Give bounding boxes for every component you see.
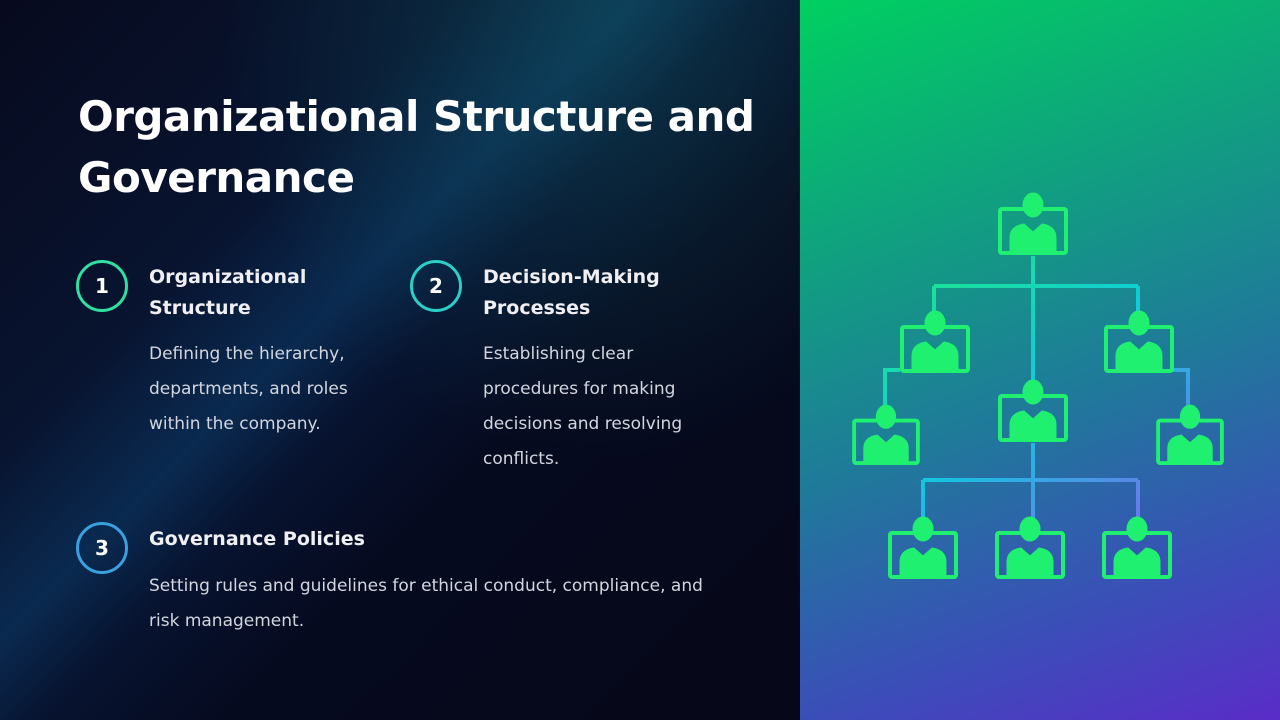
org-node	[900, 309, 970, 373]
item-description: Defining the hierarchy, departments, and…	[149, 344, 348, 434]
number-badge-1: 1	[76, 260, 128, 312]
org-node	[1102, 515, 1172, 579]
number-badge-3: 3	[76, 522, 128, 574]
org-node	[1156, 403, 1224, 466]
item-description: Setting rules and guidelines for ethical…	[149, 576, 703, 631]
org-node	[852, 403, 920, 466]
right-panel	[800, 0, 1280, 720]
left-panel	[0, 0, 800, 720]
org-node-ceo	[998, 191, 1068, 255]
org-node	[995, 515, 1065, 579]
org-node	[998, 378, 1068, 442]
item-heading: Organizational Structure	[149, 266, 307, 319]
org-node	[888, 515, 958, 579]
item-description: Establishing clear procedures for making…	[483, 344, 683, 469]
slide-title: Organizational Structure and Governance	[78, 92, 755, 202]
item-heading: Decision-Making Processes	[483, 266, 660, 319]
org-node	[1104, 309, 1174, 373]
item-heading: Governance Policies	[149, 528, 365, 550]
number-badge-2: 2	[410, 260, 462, 312]
org-chart-lines	[883, 256, 1190, 533]
